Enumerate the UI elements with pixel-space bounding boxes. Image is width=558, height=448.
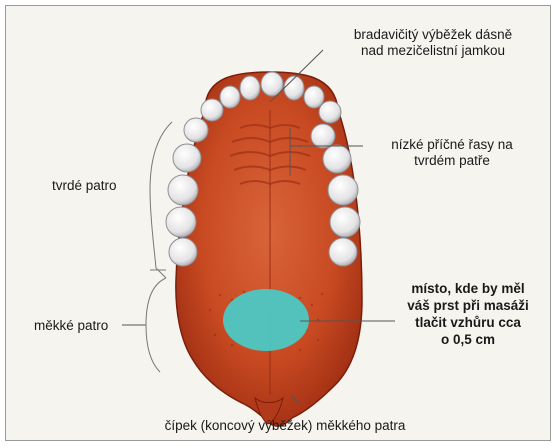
massage-label-line2: váš prst při masáži [378,297,558,314]
massage-label-line1: místo, kde by měl [378,280,558,297]
papilla-label-line1: bradavičitý výběžek dásně [318,27,548,43]
soft-palate-bracket [146,278,166,372]
massage-label: místo, kde by měl váš prst při masáži tl… [378,280,558,348]
rugae-label: nízké příčné řasy na tvrdém patře [357,137,547,169]
massage-label-line4: o 0,5 cm [378,331,558,348]
papilla-label: bradavičitý výběžek dásně nad mezičelist… [318,27,548,59]
soft-palate-label: měkké patro [34,318,108,334]
massage-spot [223,289,309,351]
rugae-label-line2: tvrdém patře [357,153,547,169]
hard-palate-label: tvrdé patro [52,178,117,194]
papilla-label-line2: nad mezičelistní jamkou [318,43,548,59]
uvula-label: čípek (koncový výběžek) měkkého patra [120,418,450,434]
massage-label-line3: tlačit vzhůru cca [378,314,558,331]
hard-palate-bracket [150,122,172,278]
rugae-label-line1: nízké příčné řasy na [357,137,547,153]
